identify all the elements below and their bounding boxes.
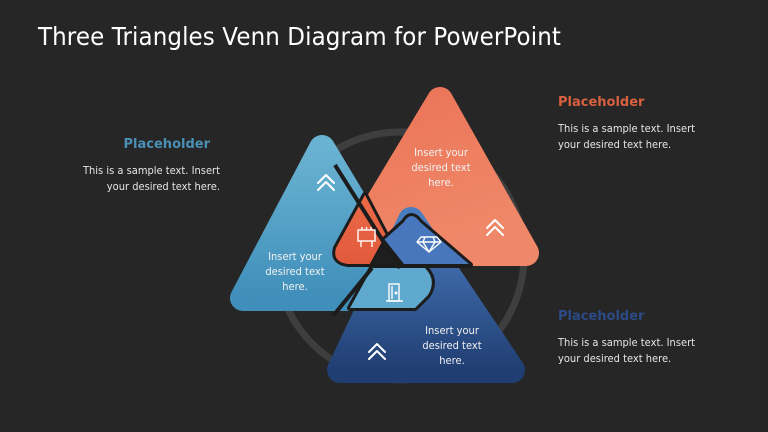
- double-chevron-up-icon: [368, 343, 386, 360]
- triangle-orange-line2: desired text: [411, 161, 471, 174]
- callout-navy-line2: your desired text here.: [558, 352, 672, 365]
- callout-orange-heading: Placeholder: [558, 95, 645, 110]
- callout-blue-text: This is a sample text. Insert your desir…: [58, 163, 220, 195]
- triangle-blue-line2: desired text: [265, 265, 325, 278]
- callout-orange-text: This is a sample text. Insert your desir…: [558, 121, 729, 153]
- triangle-navy-line2: desired text: [422, 339, 482, 352]
- callout-navy-heading: Placeholder: [558, 309, 645, 324]
- overlap-orange-navy: [384, 216, 470, 265]
- diamond-icon: [416, 236, 442, 253]
- billboard-icon: [357, 227, 376, 247]
- callout-blue-heading: Placeholder: [123, 137, 210, 152]
- callout-navy-text: This is a sample text. Insert your desir…: [558, 335, 729, 367]
- triangle-blue-line1: Insert your: [268, 250, 322, 263]
- triangle-navy-line1: Insert your: [425, 324, 479, 337]
- callout-orange-line1: This is a sample text. Insert: [558, 122, 696, 135]
- triangle-orange-text: Insert your desired text here.: [401, 145, 482, 190]
- triangle-orange-line3: here.: [428, 176, 454, 189]
- triangle-navy-text: Insert your desired text here.: [412, 323, 493, 368]
- triangle-navy-line3: here.: [439, 354, 465, 367]
- overlap-navy-blue: [350, 268, 432, 308]
- callout-blue-line2: your desired text here.: [106, 180, 220, 193]
- double-chevron-up-icon: [486, 219, 504, 236]
- door-icon: [386, 283, 403, 302]
- callout-navy-line1: This is a sample text. Insert: [558, 336, 696, 349]
- triangle-orange-line1: Insert your: [414, 146, 468, 159]
- triangle-blue-text: Insert your desired text here.: [255, 249, 336, 294]
- double-chevron-up-icon: [317, 174, 335, 191]
- callout-blue-line1: This is a sample text. Insert: [82, 164, 220, 177]
- callout-orange-line2: your desired text here.: [558, 138, 672, 151]
- slide-title: Three Triangles Venn Diagram for PowerPo…: [38, 22, 561, 51]
- triangle-blue-line3: here.: [282, 280, 308, 293]
